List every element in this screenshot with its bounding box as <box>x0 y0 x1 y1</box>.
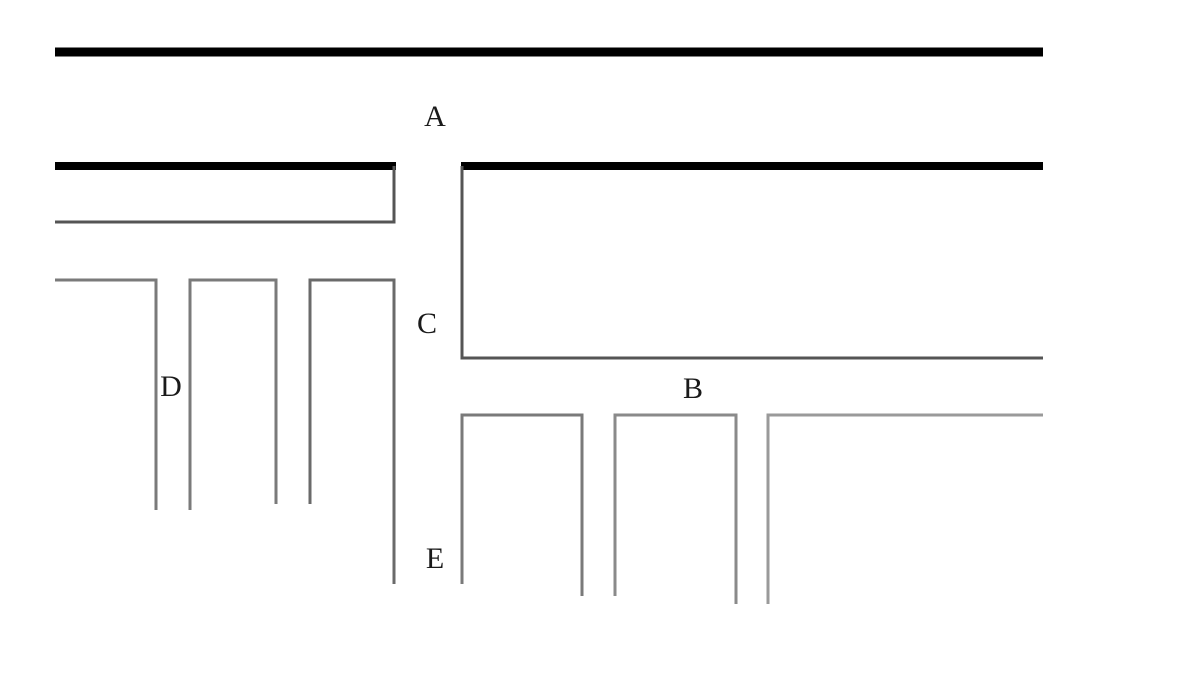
lower-right-block-3 <box>766 413 1043 604</box>
lower-right-block-2 <box>613 413 738 604</box>
lower-right-blocks <box>460 413 1043 604</box>
lower-right-block-1 <box>460 413 584 596</box>
label-a: A <box>424 100 446 133</box>
lower-left-block-2 <box>188 278 278 510</box>
upper-right-block-outline <box>460 166 1043 360</box>
lower-left-block-1 <box>55 278 158 510</box>
label-b: B <box>683 372 703 405</box>
upper-right-block <box>460 162 1043 360</box>
lower-left-block-3 <box>308 278 396 584</box>
label-e: E <box>426 542 444 575</box>
upper-left-block-outline <box>55 166 396 224</box>
label-c: C <box>417 307 437 340</box>
lower-left-blocks <box>55 278 396 584</box>
upper-left-block <box>55 162 396 224</box>
label-d: D <box>160 370 182 403</box>
